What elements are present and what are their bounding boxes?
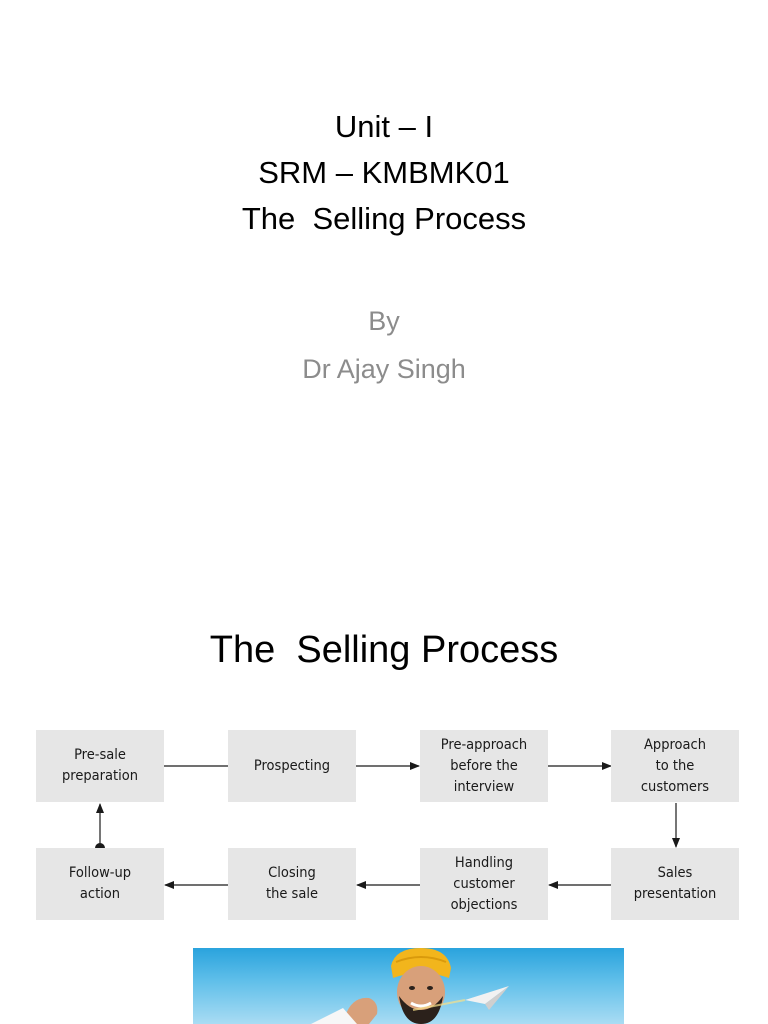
step-pre-approach: Pre-approach before the interview xyxy=(420,730,548,802)
step-approach: Approach to the customers xyxy=(611,730,739,802)
step-pre-sale-preparation: Pre-sale preparation xyxy=(36,730,164,802)
author-name: Dr Ajay Singh xyxy=(0,352,768,386)
step-objections: Handling customer objections xyxy=(420,848,548,920)
salesman-photo xyxy=(193,948,624,1024)
title-slide: Unit – I SRM – KMBMK01 The Selling Proce… xyxy=(0,0,768,560)
course-code: SRM – KMBMK01 xyxy=(0,153,768,193)
slide-title: The Selling Process xyxy=(0,626,768,674)
step-follow-up: Follow-up action xyxy=(36,848,164,920)
topic-title: The Selling Process xyxy=(0,199,768,239)
salesman-illustration xyxy=(193,948,624,1024)
unit-title: Unit – I xyxy=(0,107,768,147)
step-prospecting: Prospecting xyxy=(228,730,356,802)
step-presentation: Sales presentation xyxy=(611,848,739,920)
by-label: By xyxy=(0,304,768,338)
step-closing: Closing the sale xyxy=(228,848,356,920)
